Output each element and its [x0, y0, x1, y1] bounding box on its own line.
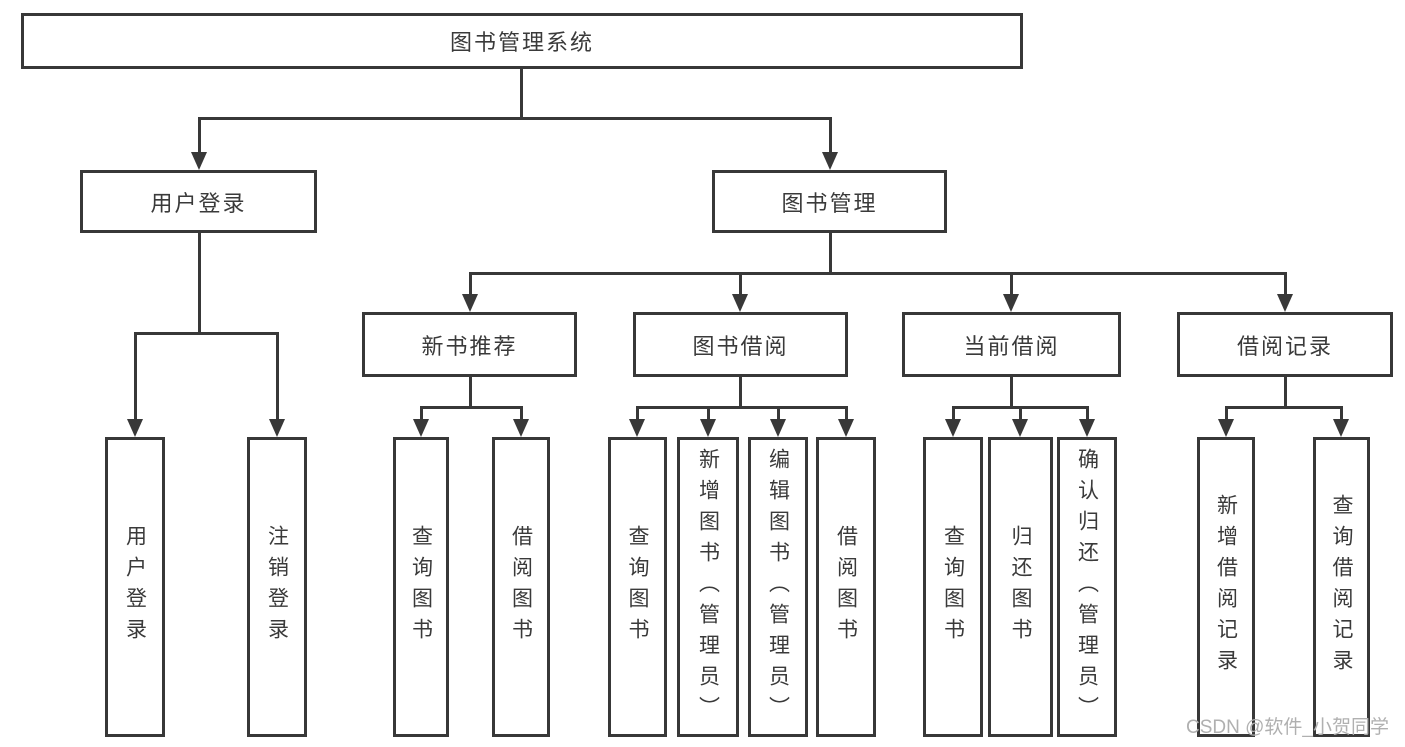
leaf-borrow-books-recommend: 借阅图书: [492, 437, 550, 737]
csdn-watermark: CSDN @软件_小贺同学: [1186, 717, 1389, 738]
leaf-query-books-recommend: 查询图书: [393, 437, 449, 737]
leaf-label: 确认归还（管理员）: [1075, 447, 1099, 727]
node-library-management-system: 图书管理系统: [21, 13, 1023, 69]
leaf-return-books: 归还图书: [988, 437, 1053, 737]
node-book-management: 图书管理: [712, 170, 947, 233]
arrowhead-down-icon: [1333, 419, 1349, 437]
connector-line: [468, 377, 472, 409]
arrowhead-down-icon: [462, 294, 478, 312]
arrowhead-down-icon: [1277, 294, 1293, 312]
connector-line: [1283, 377, 1287, 409]
arrowhead-down-icon: [1079, 419, 1095, 437]
leaf-query-books-current: 查询图书: [923, 437, 983, 737]
arrowhead-down-icon: [822, 152, 838, 170]
connector-line: [1339, 405, 1343, 421]
leaf-label: 新增借阅记录: [1214, 494, 1238, 680]
connector-line: [275, 331, 279, 421]
connector-line: [828, 233, 832, 275]
connector-line: [1009, 377, 1013, 409]
node-borrowing-records: 借阅记录: [1177, 312, 1393, 377]
connector-line: [635, 405, 639, 421]
arrowhead-down-icon: [629, 419, 645, 437]
leaf-confirm-return-admin: 确认归还（管理员）: [1057, 437, 1117, 737]
leaf-label: 查询借阅记录: [1330, 494, 1353, 680]
leaf-label: 借阅图书: [834, 525, 858, 649]
leaf-label: 归还图书: [1009, 525, 1032, 649]
leaf-borrow-books: 借阅图书: [816, 437, 876, 737]
connector-line: [519, 405, 523, 421]
connector-line: [419, 405, 523, 409]
connector-line: [197, 116, 832, 120]
connector-line: [133, 331, 137, 421]
leaf-label: 查询图书: [941, 525, 965, 649]
connector-line: [419, 405, 423, 421]
node-user-login: 用户登录: [80, 170, 317, 233]
connector-line: [468, 271, 472, 296]
node-label: 图书借阅: [692, 333, 789, 359]
leaf-label: 注销登录: [265, 525, 289, 649]
node-label: 当前借阅: [963, 333, 1060, 359]
node-label: 借阅记录: [1236, 333, 1333, 359]
leaf-label: 新增图书（管理员）: [696, 447, 720, 727]
connector-line: [197, 233, 201, 335]
leaf-add-borrow-record: 新增借阅记录: [1197, 437, 1255, 737]
connector-line: [197, 116, 201, 154]
connector-line: [519, 69, 523, 120]
connector-line: [1018, 405, 1022, 421]
node-label: 新书推荐: [421, 333, 518, 359]
arrowhead-down-icon: [513, 419, 529, 437]
arrowhead-down-icon: [191, 152, 207, 170]
connector-line: [706, 405, 710, 421]
arrowhead-down-icon: [732, 294, 748, 312]
leaf-user-login: 用户登录: [105, 437, 165, 737]
arrowhead-down-icon: [413, 419, 429, 437]
leaf-label: 用户登录: [123, 525, 147, 649]
connector-line: [738, 271, 742, 296]
arrowhead-down-icon: [1218, 419, 1234, 437]
connector-line: [738, 377, 742, 409]
leaf-add-books-admin: 新增图书（管理员）: [677, 437, 739, 737]
node-book-borrowing: 图书借阅: [633, 312, 848, 377]
leaf-query-borrow-record: 查询借阅记录: [1313, 437, 1370, 737]
connector-line: [1085, 405, 1089, 421]
leaf-label: 编辑图书（管理员）: [766, 447, 790, 727]
connector-line: [1009, 271, 1013, 296]
arrowhead-down-icon: [269, 419, 285, 437]
leaf-logout-login: 注销登录: [247, 437, 307, 737]
connector-line: [1224, 405, 1343, 409]
connector-line: [133, 331, 279, 335]
connector-line: [844, 405, 848, 421]
node-current-borrowing: 当前借阅: [902, 312, 1121, 377]
arrowhead-down-icon: [700, 419, 716, 437]
connector-line: [1224, 405, 1228, 421]
node-label: 用户登录: [150, 190, 247, 216]
arrowhead-down-icon: [127, 419, 143, 437]
arrowhead-down-icon: [1003, 294, 1019, 312]
node-label: 图书管理: [781, 190, 878, 216]
connector-line: [951, 405, 955, 421]
arrowhead-down-icon: [945, 419, 961, 437]
connector-line: [828, 116, 832, 154]
leaf-label: 查询图书: [626, 525, 649, 649]
node-new-book-recommend: 新书推荐: [362, 312, 577, 377]
leaf-query-books-borrow: 查询图书: [608, 437, 667, 737]
connector-line: [635, 405, 848, 409]
node-label: 图书管理系统: [449, 30, 594, 55]
connector-line: [1283, 271, 1287, 296]
connector-line: [776, 405, 780, 421]
arrowhead-down-icon: [770, 419, 786, 437]
leaf-label: 查询图书: [409, 525, 433, 649]
connector-line: [468, 271, 1287, 275]
arrowhead-down-icon: [1012, 419, 1028, 437]
leaf-edit-books-admin: 编辑图书（管理员）: [748, 437, 808, 737]
arrowhead-down-icon: [838, 419, 854, 437]
leaf-label: 借阅图书: [509, 525, 533, 649]
